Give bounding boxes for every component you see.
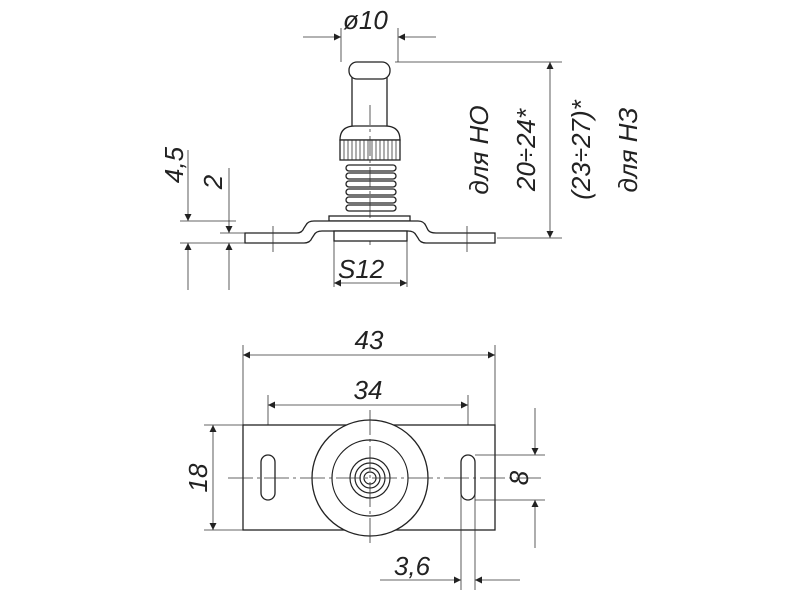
slot-left [260, 454, 276, 501]
slot-width-dimension: 3,6 [380, 490, 520, 590]
hole-spacing-dimension: 34 [267, 375, 469, 452]
spring [345, 164, 397, 212]
diameter-label: ø10 [343, 5, 388, 35]
bracket-side [244, 220, 496, 252]
label-nz: для НЗ [613, 108, 643, 193]
hex-nut [333, 230, 408, 242]
slot-width-label: 3,6 [394, 551, 431, 581]
width-label: 18 [183, 463, 213, 492]
slot-right [460, 454, 476, 501]
height-dimension: для НО 20÷24* (23÷27)* для НЗ [395, 61, 643, 239]
slot-length-dimension: 8 [475, 408, 545, 548]
thickness-dimensions: 4,5 2 [159, 146, 245, 290]
diameter-dimension: ø10 [303, 5, 436, 62]
side-view: ø10 [159, 5, 643, 290]
slot-length-label: 8 [504, 470, 534, 485]
total-thickness-label: 4,5 [159, 146, 189, 183]
length-dimension: 43 [242, 325, 496, 425]
hex-size-label: S12 [338, 254, 385, 284]
plate-thickness-label: 2 [198, 174, 228, 190]
length-label: 43 [355, 325, 384, 355]
width-dimension: 18 [183, 424, 243, 531]
plunger [328, 61, 411, 245]
height-nz: (23÷27)* [566, 99, 596, 199]
height-no: 20÷24* [511, 108, 541, 192]
plan-view: 43 34 18 [183, 325, 545, 590]
label-no: для НО [464, 105, 494, 194]
hex-dimension: S12 [333, 241, 408, 287]
hole-spacing-label: 34 [354, 375, 383, 405]
